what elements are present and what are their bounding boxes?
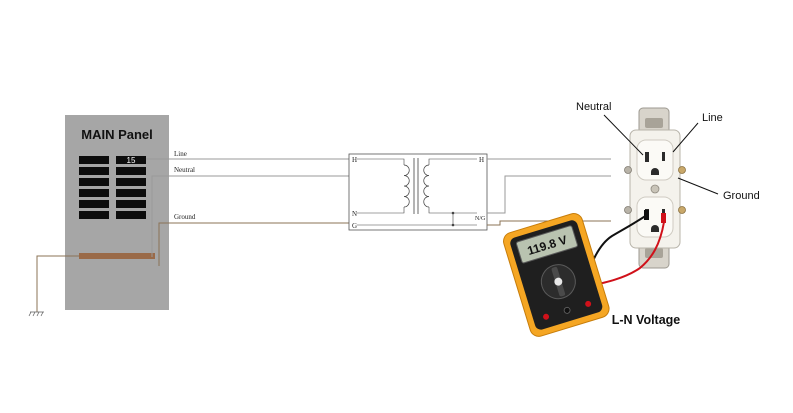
transformer-h-in: H [352,156,357,164]
red-jack [543,313,550,320]
line-terminal-label: Line [702,112,723,124]
neutral-slot [645,152,649,162]
neutral-wire [151,175,349,257]
neutral-out-wire [487,175,611,214]
secondary-winding [423,164,430,208]
panel-wires [36,158,349,312]
hot-slot [662,152,665,161]
multimeter: 119.8 V [503,213,610,337]
transformer-n-in: N [352,210,357,218]
duplex-receptacle [624,107,686,269]
neutral-terminal-label: Neutral [576,101,611,113]
receptacle-wires [487,158,611,226]
ground-callout-line [677,177,719,195]
caption: L-N Voltage [612,313,681,327]
center-screw [650,184,660,194]
breaker-column-left [79,156,109,219]
breaker-column-right [116,156,146,219]
ground-wire-label: Ground [174,213,196,221]
neutral-wire-label: Neutral [174,166,195,174]
isolation-transformer: H N G H [348,153,488,231]
line-callout-line [672,122,699,153]
neutral-callout-line [603,114,644,156]
earth-ground-wire [36,255,79,312]
transformer-g-in: G [352,222,357,230]
line-wire-label: Line [174,150,187,158]
main-panel: MAIN Panel 15 [65,115,169,310]
black-probe-tip [644,210,649,220]
ground-terminal-label: Ground [723,190,760,202]
receptacle-callouts [603,114,719,195]
meter-lcd [515,225,578,264]
com-jack [563,306,571,314]
transformer-ng-out: N/G [475,216,486,222]
breaker-15-label: 15 [127,156,136,165]
ground-hole [651,168,659,175]
primary-winding [403,164,410,208]
panel-title: MAIN Panel [81,127,153,142]
red-probe-tip [661,213,666,223]
upper-outlet [636,139,674,181]
earth-ground-icon [28,311,44,317]
transformer-h-out: H [479,156,484,164]
ground-wire [158,222,349,266]
neutral-bus-bar [79,253,155,259]
